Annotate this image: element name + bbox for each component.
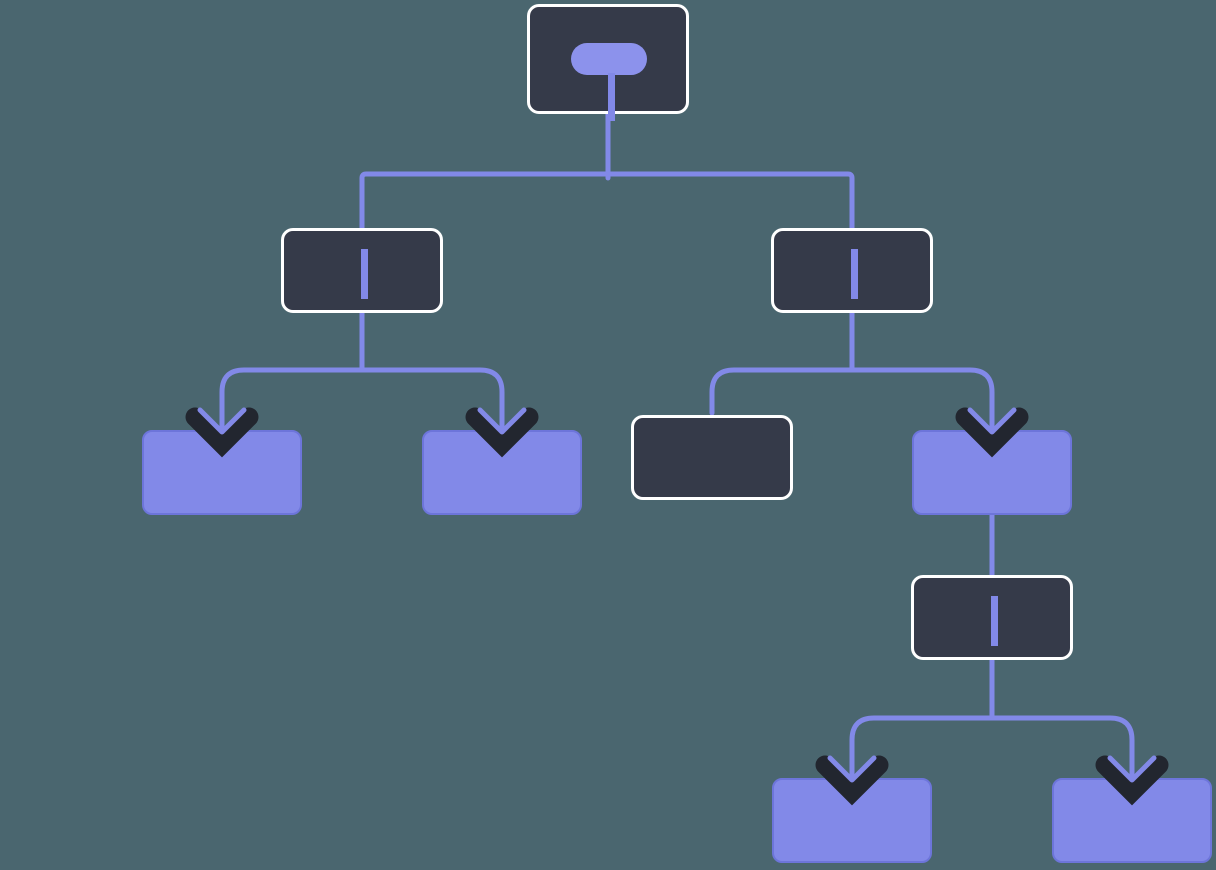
vertical-bar-glyph-icon bbox=[991, 596, 998, 646]
leaf-node-a[interactable] bbox=[142, 430, 302, 515]
pill-glyph-icon bbox=[571, 43, 647, 75]
vertical-bar-glyph-icon bbox=[361, 249, 368, 299]
pill-stem-icon bbox=[608, 73, 615, 121]
empty-dark-node[interactable] bbox=[631, 415, 793, 500]
vertical-bar-glyph-icon bbox=[851, 249, 858, 299]
level4-node[interactable] bbox=[911, 575, 1073, 660]
root-node[interactable] bbox=[527, 4, 689, 121]
leaf-node-e[interactable] bbox=[772, 778, 932, 863]
leaf-node-b[interactable] bbox=[422, 430, 582, 515]
level2-right-node[interactable] bbox=[771, 228, 933, 313]
leaf-node-f[interactable] bbox=[1052, 778, 1212, 863]
level2-left-node[interactable] bbox=[281, 228, 443, 313]
leaf-node-d[interactable] bbox=[912, 430, 1072, 515]
